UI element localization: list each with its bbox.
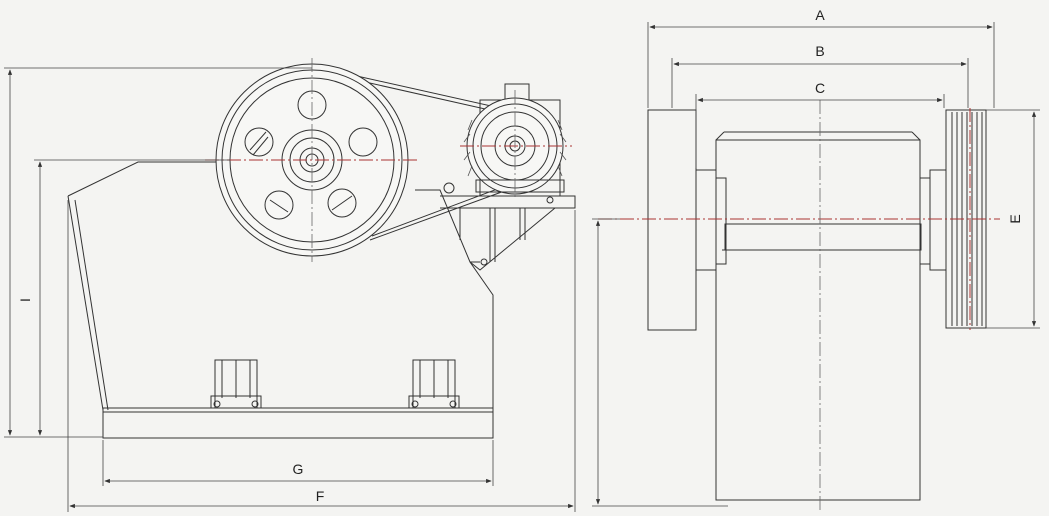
left-flange-block — [647, 109, 727, 331]
crusher-body — [715, 131, 922, 501]
crusher-frame — [67, 161, 494, 439]
dimension-i: I — [4, 67, 312, 438]
dimension-a: A — [647, 7, 995, 108]
label-b: B — [815, 43, 824, 59]
dimension-e: E — [986, 109, 1040, 329]
dimension-c: C — [695, 80, 945, 168]
right-bearing — [919, 169, 947, 271]
dimension-g: G — [102, 440, 494, 486]
dimension-front-height — [592, 218, 728, 507]
front-view: A B C E — [592, 7, 1040, 510]
support-foot-right — [408, 359, 460, 409]
label-e: E — [1007, 214, 1023, 223]
label-c: C — [815, 80, 825, 96]
dimension-f: F — [67, 200, 576, 512]
label-f: F — [316, 488, 325, 504]
side-view: I G F — [4, 58, 576, 512]
support-foot-left — [210, 359, 262, 409]
label-g: G — [293, 461, 304, 477]
dimension-b: B — [671, 43, 969, 108]
label-a: A — [815, 7, 825, 23]
label-i: I — [17, 298, 33, 302]
